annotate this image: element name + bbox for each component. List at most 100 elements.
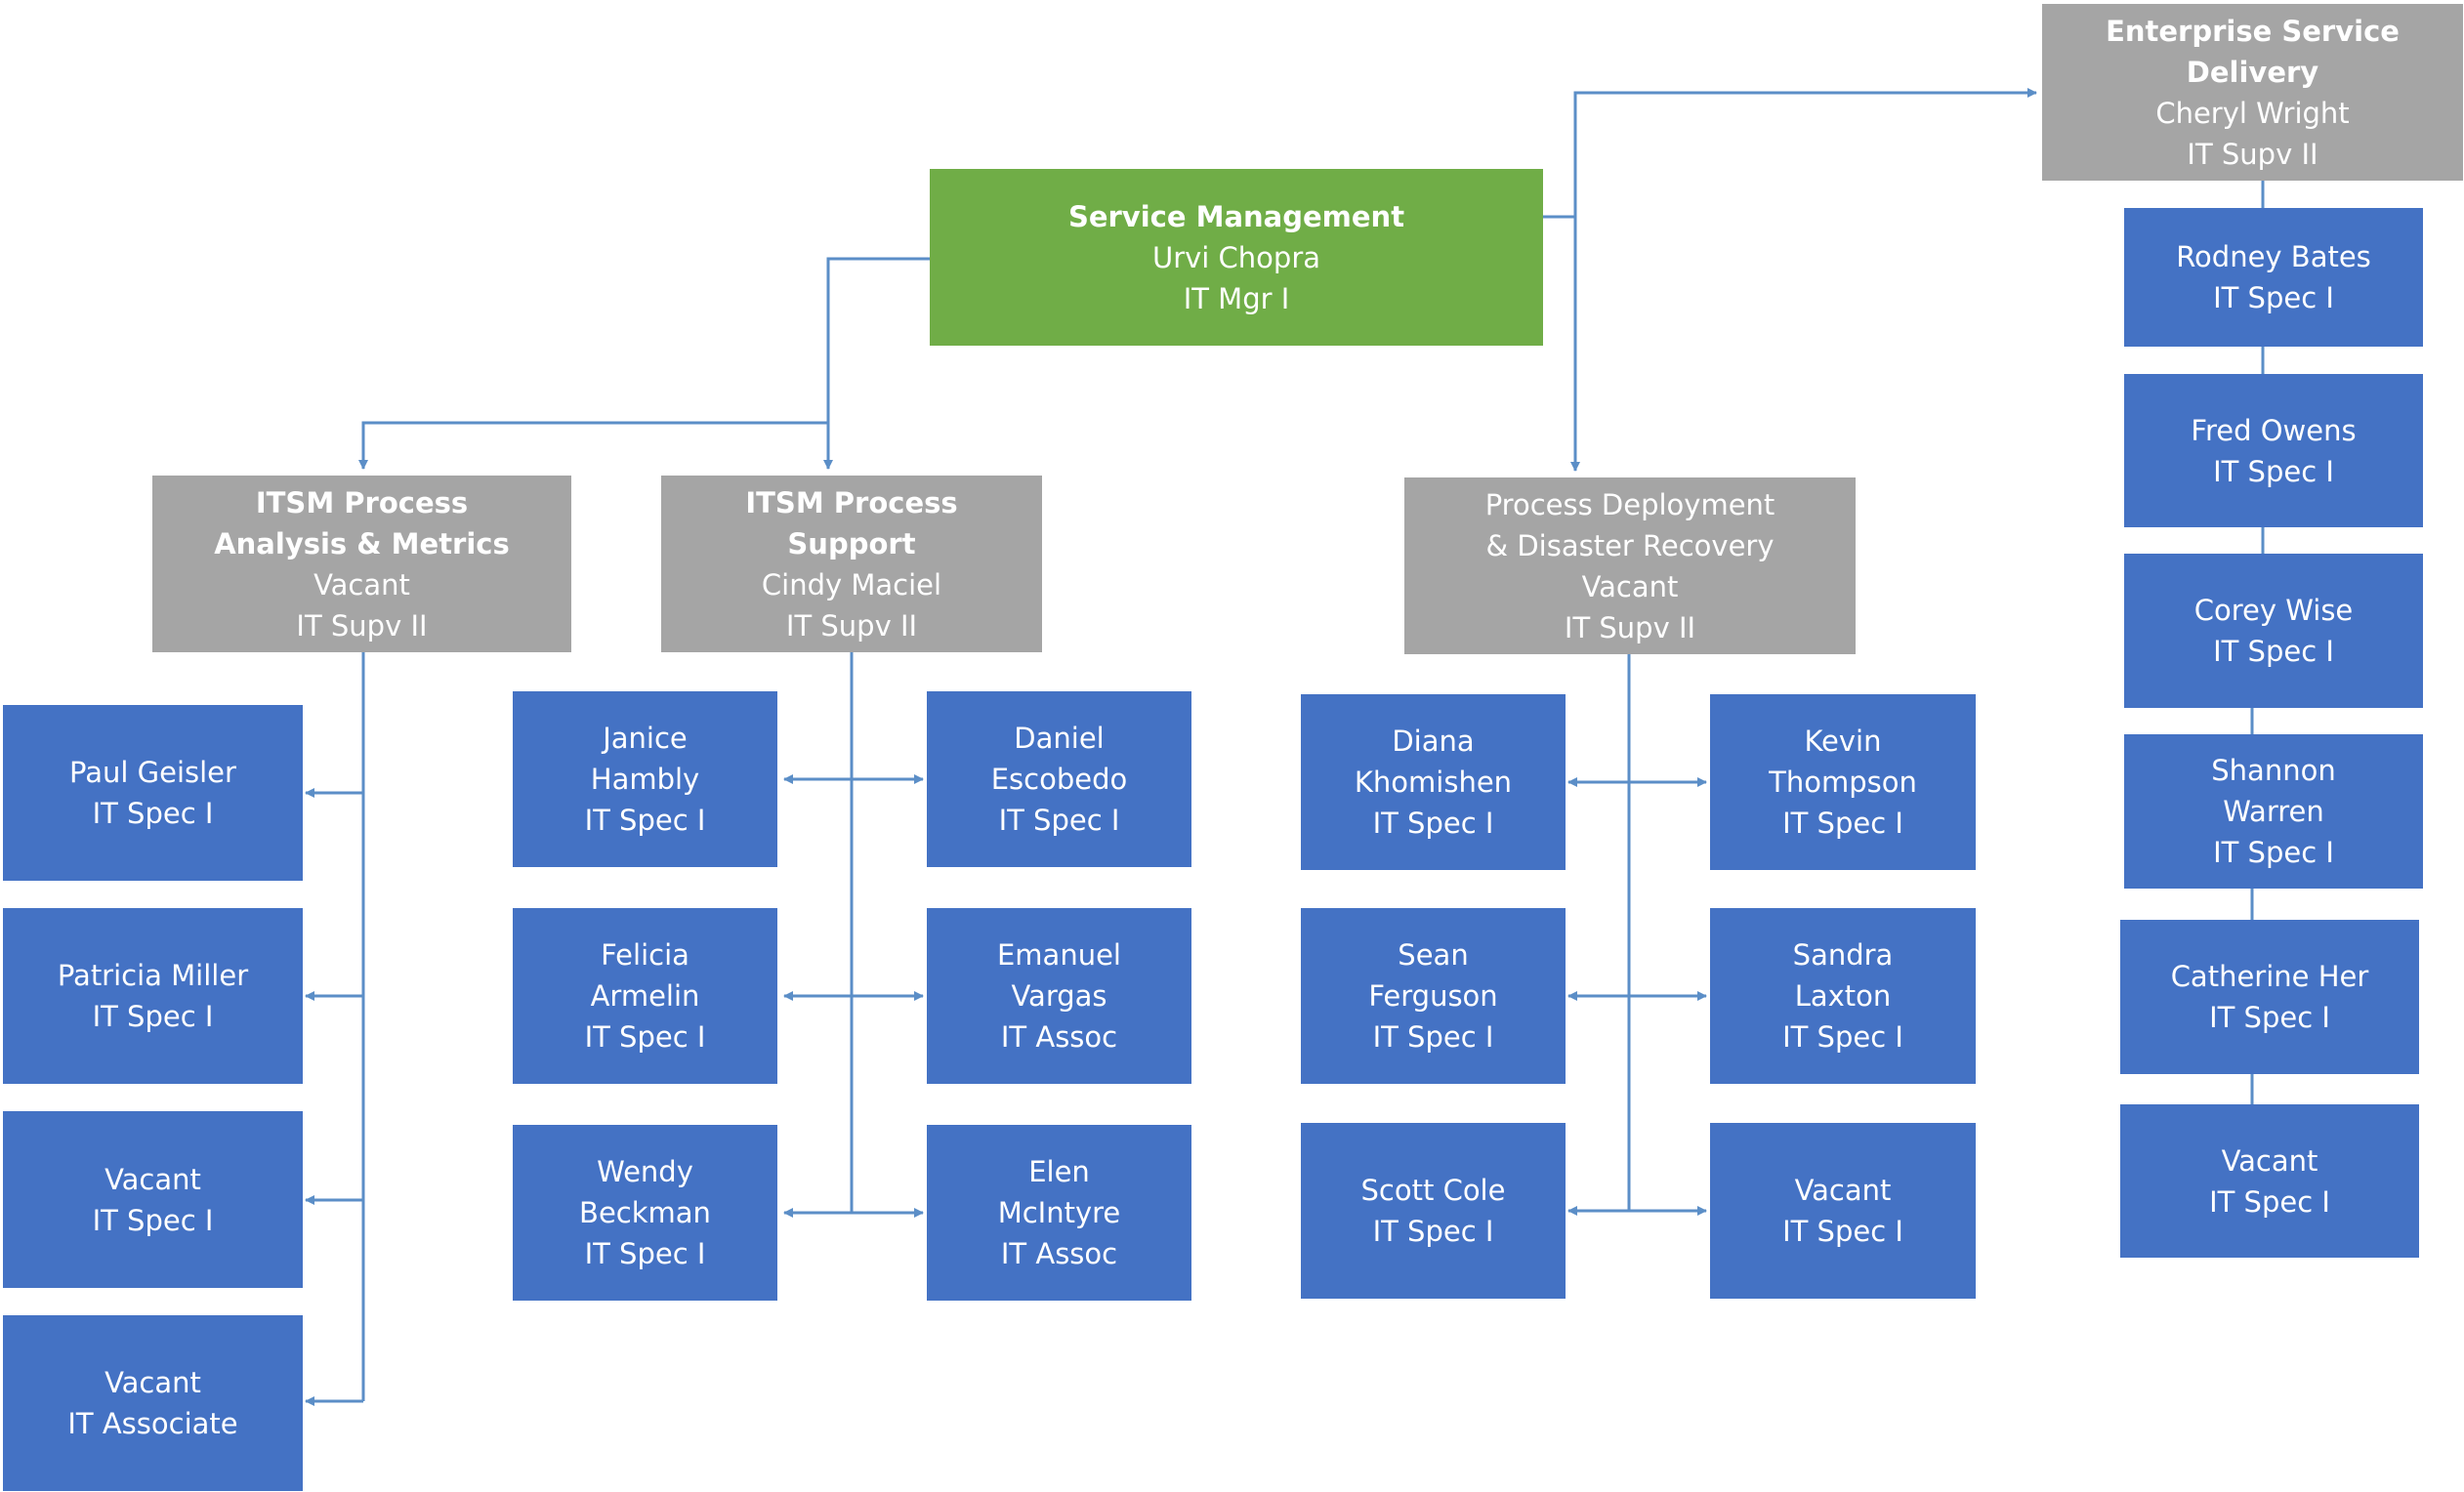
analysis-unit-line1: ITSM Process — [255, 485, 469, 519]
enterprise-supervisor-box: Enterprise Service Delivery Cheryl Wrigh… — [2042, 4, 2463, 181]
analysis-supervisor-title: IT Supv II — [296, 608, 428, 642]
staff-name: Sean — [1398, 938, 1469, 972]
staff-title: IT Spec I — [1782, 1020, 1903, 1054]
staff-name: Corey Wise — [2193, 594, 2354, 627]
staff-name: Daniel — [1014, 722, 1105, 755]
staff-title: IT Spec I — [584, 1020, 706, 1054]
deployment-staff-6: Vacant IT Spec I — [1710, 1123, 1976, 1299]
staff-title: IT Spec I — [2209, 1184, 2330, 1219]
deployment-supervisor-title: IT Supv II — [1564, 610, 1696, 644]
support-unit-line2: Support — [787, 526, 916, 560]
staff-title: IT Spec I — [1372, 807, 1494, 840]
analysis-staff-1: Paul Geisler IT Spec I — [3, 705, 303, 881]
support-supervisor-name: Cindy Maciel — [761, 567, 942, 601]
manager-name: Urvi Chopra — [1151, 240, 1321, 274]
staff-name-cont: Ferguson — [1368, 979, 1498, 1013]
deployment-supervisor-box: Process Deployment & Disaster Recovery V… — [1404, 477, 1856, 654]
staff-title: IT Spec I — [2213, 281, 2334, 314]
analysis-supervisor-name: Vacant — [313, 567, 410, 601]
support-supervisor-title: IT Supv II — [785, 608, 918, 642]
enterprise-supervisor-name: Cheryl Wright — [2155, 96, 2350, 130]
support-staff-5: Wendy Beckman IT Spec I — [513, 1125, 777, 1301]
staff-name: Vacant — [1794, 1174, 1892, 1207]
staff-name: Emanuel — [996, 938, 1121, 972]
staff-title: IT Spec I — [1782, 1215, 1903, 1248]
support-supervisor-box: ITSM Process Support Cindy Maciel IT Sup… — [661, 476, 1042, 652]
staff-name: Fred Owens — [2191, 413, 2357, 447]
staff-title: IT Assoc — [1000, 1237, 1118, 1270]
staff-name-cont: Beckman — [579, 1196, 711, 1229]
staff-name-cont: Armelin — [590, 979, 700, 1013]
enterprise-staff-4: Shannon Warren IT Spec I — [2124, 734, 2423, 889]
staff-title: IT Assoc — [1000, 1020, 1118, 1054]
deployment-unit-line2: & Disaster Recovery — [1485, 528, 1775, 562]
manager-title: IT Mgr I — [1183, 281, 1290, 315]
support-staff-4: Emanuel Vargas IT Assoc — [927, 908, 1191, 1084]
support-staff-3: Felicia Armelin IT Spec I — [513, 908, 777, 1084]
staff-name: Vacant — [2221, 1143, 2318, 1178]
deployment-staff-3: Sean Ferguson IT Spec I — [1301, 908, 1566, 1084]
staff-title: IT Spec I — [584, 804, 706, 837]
deployment-staff-1: Diana Khomishen IT Spec I — [1301, 694, 1566, 870]
staff-title: IT Spec I — [1372, 1020, 1494, 1054]
staff-name: Kevin — [1804, 725, 1882, 758]
deployment-staff-2: Kevin Thompson IT Spec I — [1710, 694, 1976, 870]
deployment-staff-5: Scott Cole IT Spec I — [1301, 1123, 1566, 1299]
staff-name-cont: Thompson — [1769, 766, 1917, 799]
enterprise-staff-5: Catherine Her IT Spec I — [2120, 920, 2419, 1074]
enterprise-supervisor-title: IT Supv II — [2187, 137, 2318, 171]
connector-manager-to-deployment — [1543, 215, 1580, 472]
staff-title: IT Spec I — [2209, 1001, 2330, 1034]
staff-name-cont: Hambly — [590, 763, 700, 796]
staff-title: IT Spec I — [584, 1237, 706, 1270]
deployment-supervisor-name: Vacant — [1581, 569, 1679, 603]
staff-name-cont: Vargas — [1011, 979, 1107, 1013]
staff-name-cont: Warren — [2223, 795, 2324, 828]
staff-name: Wendy — [597, 1155, 693, 1188]
connector-manager-to-support — [823, 257, 930, 470]
deployment-unit-line1: Process Deployment — [1484, 487, 1775, 521]
staff-name: Vacant — [104, 1162, 201, 1196]
staff-name: Patricia Miller — [57, 959, 249, 992]
staff-title: IT Spec I — [1372, 1215, 1494, 1248]
staff-name: Rodney Bates — [2176, 240, 2371, 273]
staff-name-cont: Laxton — [1794, 979, 1892, 1013]
analysis-staff-3: Vacant IT Spec I — [3, 1111, 303, 1288]
staff-name: Diana — [1392, 725, 1475, 758]
staff-name: Felicia — [601, 938, 689, 972]
staff-name-cont: Escobedo — [990, 763, 1128, 796]
staff-title: IT Spec I — [1782, 807, 1903, 840]
deployment-staff-4: Sandra Laxton IT Spec I — [1710, 908, 1976, 1084]
support-staff-1: Janice Hambly IT Spec I — [513, 691, 777, 867]
staff-title: IT Associate — [67, 1407, 238, 1440]
support-unit-line1: ITSM Process — [745, 485, 958, 519]
staff-name: Shannon — [2211, 754, 2336, 787]
support-staff-6: Elen McIntyre IT Assoc — [927, 1125, 1191, 1301]
staff-name: Elen — [1028, 1155, 1090, 1188]
staff-title: IT Spec I — [92, 1203, 214, 1237]
analysis-staff-2: Patricia Miller IT Spec I — [3, 908, 303, 1084]
staff-name-cont: McIntyre — [997, 1196, 1121, 1229]
manager-unit: Service Management — [1067, 199, 1405, 233]
analysis-supervisor-box: ITSM Process Analysis & Metrics Vacant I… — [152, 476, 571, 652]
enterprise-unit-line2: Delivery — [2186, 55, 2319, 89]
enterprise-staff-2: Fred Owens IT Spec I — [2124, 374, 2423, 527]
staff-title: IT Spec I — [2213, 836, 2334, 869]
staff-name: Catherine Her — [2170, 960, 2369, 993]
connector-manager-to-analysis — [358, 421, 828, 470]
staff-name: Paul Geisler — [69, 756, 236, 789]
enterprise-staff-1: Rodney Bates IT Spec I — [2124, 208, 2423, 347]
staff-title: IT Spec I — [2213, 635, 2334, 668]
manager-box: Service Management Urvi Chopra IT Mgr I — [930, 169, 1543, 346]
staff-title: IT Spec I — [2213, 454, 2334, 488]
staff-name: Janice — [603, 722, 688, 755]
staff-name: Scott Cole — [1360, 1174, 1506, 1207]
enterprise-staff-3: Corey Wise IT Spec I — [2124, 554, 2423, 708]
analysis-staff-4: Vacant IT Associate — [3, 1315, 303, 1491]
analysis-unit-line2: Analysis & Metrics — [214, 526, 510, 560]
staff-title: IT Spec I — [92, 1000, 214, 1033]
connector-manager-to-enterprise — [1573, 88, 2037, 217]
staff-title: IT Spec I — [92, 797, 214, 830]
